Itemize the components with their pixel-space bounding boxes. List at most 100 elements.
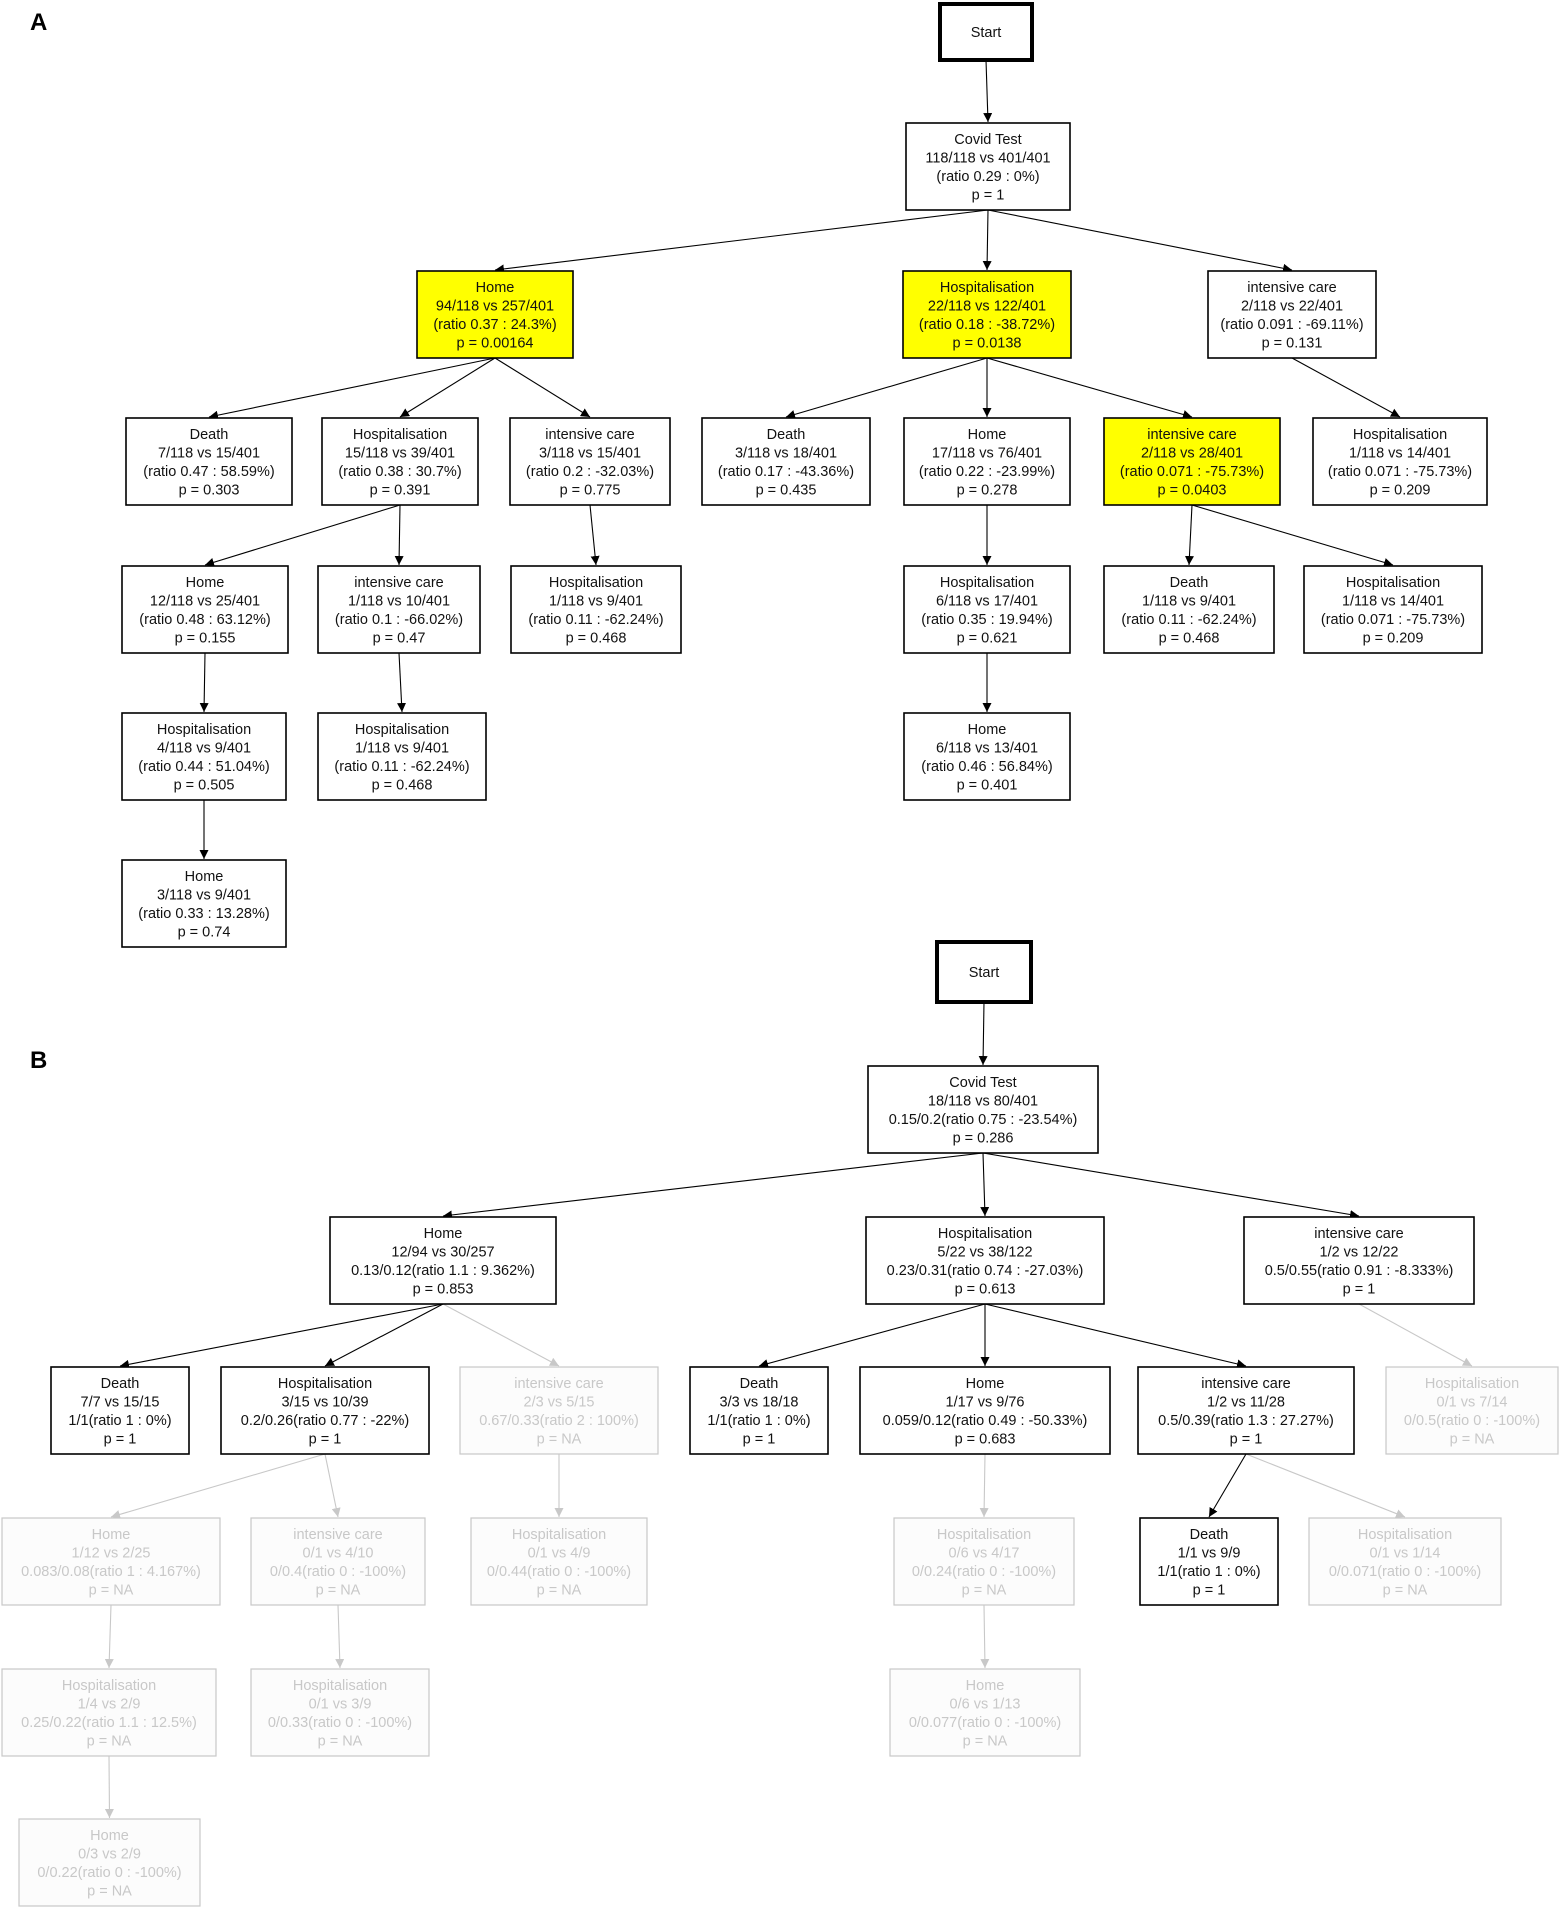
edge-b-hosp-icu-to-b-hpi-hosp bbox=[1245, 1453, 1406, 1518]
node-pvalue: p = 0.303 bbox=[179, 482, 240, 498]
tree-node-a-start: Start bbox=[938, 2, 1034, 62]
node-box bbox=[321, 417, 479, 506]
node-box bbox=[470, 1517, 648, 1606]
node-ratio: 0/0.4(ratio 0 : -100%) bbox=[270, 1564, 406, 1580]
node-ratio: (ratio 0.091 : -69.11%) bbox=[1220, 317, 1363, 333]
node-title: Death bbox=[190, 427, 229, 443]
edges-layer bbox=[104, 59, 1473, 1819]
tree-node-b-hh-icu: intensive care 0/1 vs 4/10 0/0.4(ratio 0 :… bbox=[250, 1517, 426, 1606]
node-box bbox=[865, 1216, 1105, 1305]
node-box bbox=[121, 565, 289, 654]
node-title: Home bbox=[476, 280, 515, 296]
node-title: Death bbox=[740, 1376, 779, 1392]
node-pvalue: p = 0.468 bbox=[566, 630, 627, 646]
node-ratio: 0.25/0.22(ratio 1.1 : 12.5%) bbox=[21, 1715, 197, 1731]
node-title: Hospitalisation bbox=[293, 1678, 387, 1694]
node-title: Hospitalisation bbox=[1346, 575, 1440, 591]
node-box bbox=[18, 1818, 201, 1907]
node-box bbox=[250, 1668, 430, 1757]
node-pvalue: p = 0.131 bbox=[1262, 335, 1323, 351]
edge-a-home-to-a-home-death bbox=[208, 357, 496, 420]
node-counts: 0/6 vs 4/17 bbox=[949, 1545, 1020, 1561]
node-box bbox=[903, 565, 1071, 654]
node-box bbox=[1385, 1366, 1559, 1455]
node-pvalue: p = 1 bbox=[743, 1431, 776, 1447]
edge-a-hh-home-to-a-hhh-hosp bbox=[199, 652, 209, 713]
node-box bbox=[903, 417, 1071, 506]
node-title: Hospitalisation bbox=[940, 575, 1034, 591]
node-ratio: 0.5/0.55(ratio 0.91 : -8.333%) bbox=[1265, 1263, 1454, 1279]
node-ratio: (ratio 0.33 : 13.28%) bbox=[138, 906, 269, 922]
node-counts: 0/1 vs 1/14 bbox=[1370, 1545, 1441, 1561]
node-title: Start bbox=[969, 965, 1000, 981]
node-box bbox=[935, 940, 1033, 1004]
node-title: Home bbox=[92, 1527, 131, 1543]
edge-b-hosp-to-b-hosp-icu bbox=[984, 1303, 1247, 1369]
node-counts: 3/118 vs 18/401 bbox=[735, 445, 837, 461]
node-title: Home bbox=[90, 1828, 129, 1844]
node-box bbox=[1243, 1216, 1475, 1305]
node-title: Hospitalisation bbox=[940, 280, 1034, 296]
node-ratio: 0.2/0.26(ratio 0.77 : -22%) bbox=[241, 1413, 409, 1429]
node-title: Home bbox=[424, 1226, 463, 1242]
panel-a-label: A bbox=[30, 9, 47, 36]
node-box bbox=[1308, 1517, 1502, 1606]
edge-a-home-hosp-to-a-hh-icu bbox=[394, 504, 404, 566]
node-counts: 15/118 vs 39/401 bbox=[345, 445, 455, 461]
node-title: intensive care bbox=[1247, 280, 1336, 296]
node-ratio: (ratio 0.11 : -62.24%) bbox=[528, 612, 663, 628]
node-box bbox=[903, 712, 1071, 801]
node-pvalue: p = 0.505 bbox=[174, 777, 235, 793]
node-ratio: (ratio 0.071 : -75.73%) bbox=[1120, 464, 1264, 480]
node-pvalue: p = 0.401 bbox=[957, 777, 1018, 793]
node-counts: 7/118 vs 15/401 bbox=[158, 445, 260, 461]
node-counts: 1/2 vs 12/22 bbox=[1320, 1244, 1399, 1260]
node-counts: 1/118 vs 10/401 bbox=[348, 593, 450, 609]
node-counts: 1/12 vs 2/25 bbox=[72, 1545, 151, 1561]
node-counts: 0/3 vs 2/9 bbox=[78, 1846, 141, 1862]
node-title: intensive care bbox=[293, 1527, 382, 1543]
node-counts: 1/4 vs 2/9 bbox=[78, 1696, 141, 1712]
node-title: intensive care bbox=[1147, 427, 1236, 443]
node-counts: 5/22 vs 38/122 bbox=[937, 1244, 1032, 1260]
node-pvalue: p = NA bbox=[1383, 1582, 1428, 1598]
edge-b-hh-icu-to-b-hhi-hosp bbox=[335, 1604, 345, 1669]
node-ratio: 0/0.5(ratio 0 : -100%) bbox=[1404, 1413, 1540, 1429]
node-counts: 3/15 vs 10/39 bbox=[281, 1394, 368, 1410]
node-box bbox=[510, 565, 682, 654]
node-title: Hospitalisation bbox=[62, 1678, 156, 1694]
node-box bbox=[1139, 1517, 1279, 1606]
node-box bbox=[889, 1668, 1081, 1757]
edge-a-hh-icu-to-a-hhi-hosp bbox=[397, 652, 407, 713]
node-counts: 0/1 vs 4/9 bbox=[528, 1545, 591, 1561]
node-ratio: 0/0.24(ratio 0 : -100%) bbox=[912, 1564, 1056, 1580]
node-title: Home bbox=[186, 575, 225, 591]
node-counts: 1/1 vs 9/9 bbox=[1178, 1545, 1241, 1561]
node-pvalue: p = 0.278 bbox=[957, 482, 1018, 498]
edge-a-home-icu-to-a-hi-hosp bbox=[589, 504, 600, 566]
node-ratio: (ratio 0.48 : 63.12%) bbox=[139, 612, 270, 628]
edge-a-covid-to-a-home bbox=[494, 209, 989, 274]
node-pvalue: p = 0.0403 bbox=[1158, 482, 1227, 498]
node-ratio: (ratio 0.47 : 58.59%) bbox=[143, 464, 274, 480]
node-counts: 0/1 vs 4/10 bbox=[303, 1545, 374, 1561]
